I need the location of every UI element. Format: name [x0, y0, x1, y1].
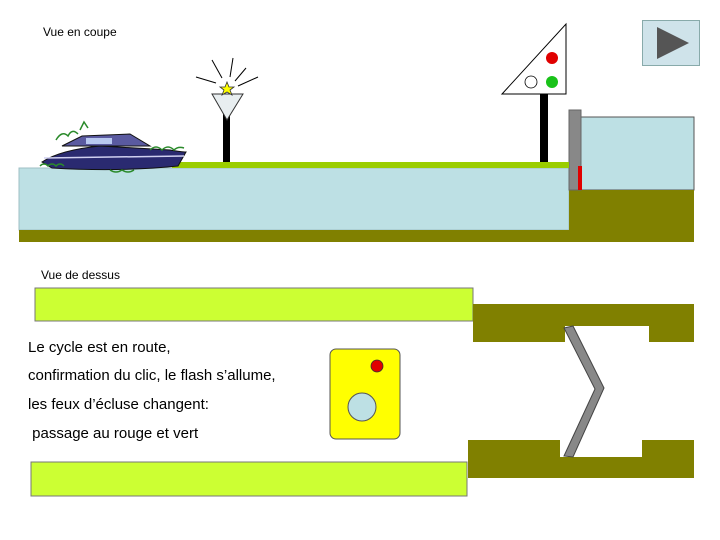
lock-wall-top-lower — [468, 440, 694, 478]
detector-pole — [223, 112, 230, 162]
flash-light-icon — [195, 57, 259, 96]
description-line-4: passage au rouge et vert — [28, 425, 199, 442]
canal-bed-section — [19, 230, 694, 242]
lock-gate-section — [568, 109, 582, 191]
play-triangle-icon — [657, 27, 689, 59]
detector-red-indicator — [370, 359, 384, 373]
signal-red-light — [546, 52, 558, 64]
signal-panel — [500, 22, 567, 95]
signal-white-light — [524, 75, 538, 89]
canal-water-section — [18, 167, 570, 231]
waiting-pontoon — [172, 162, 569, 168]
section-view-label: Vue en coupe — [43, 25, 117, 39]
lock-recess-upper — [565, 326, 649, 342]
top-view-label: Vue de dessus — [41, 268, 120, 282]
mitre-gate-top — [563, 325, 605, 458]
signal-green-light — [546, 76, 558, 88]
detector-click-target[interactable] — [348, 393, 376, 421]
description-line-3: les feux d’écluse changent: — [28, 396, 209, 413]
channel-top-lower — [30, 461, 468, 497]
play-button[interactable] — [642, 20, 700, 66]
gate-marker — [578, 166, 582, 190]
description-line-1: Le cycle est en route, — [28, 339, 171, 356]
detector-funnel — [211, 93, 244, 121]
channel-top-upper — [34, 287, 474, 322]
motor-yacht-icon — [39, 120, 187, 173]
lock-chamber-water — [580, 116, 695, 191]
lock-wall-top-upper — [473, 304, 694, 342]
lock-recess-lower — [560, 440, 642, 457]
description-line-2: confirmation du clic, le flash s’allume, — [28, 367, 276, 384]
lock-wall-section — [569, 190, 694, 230]
signal-pole — [540, 90, 548, 162]
